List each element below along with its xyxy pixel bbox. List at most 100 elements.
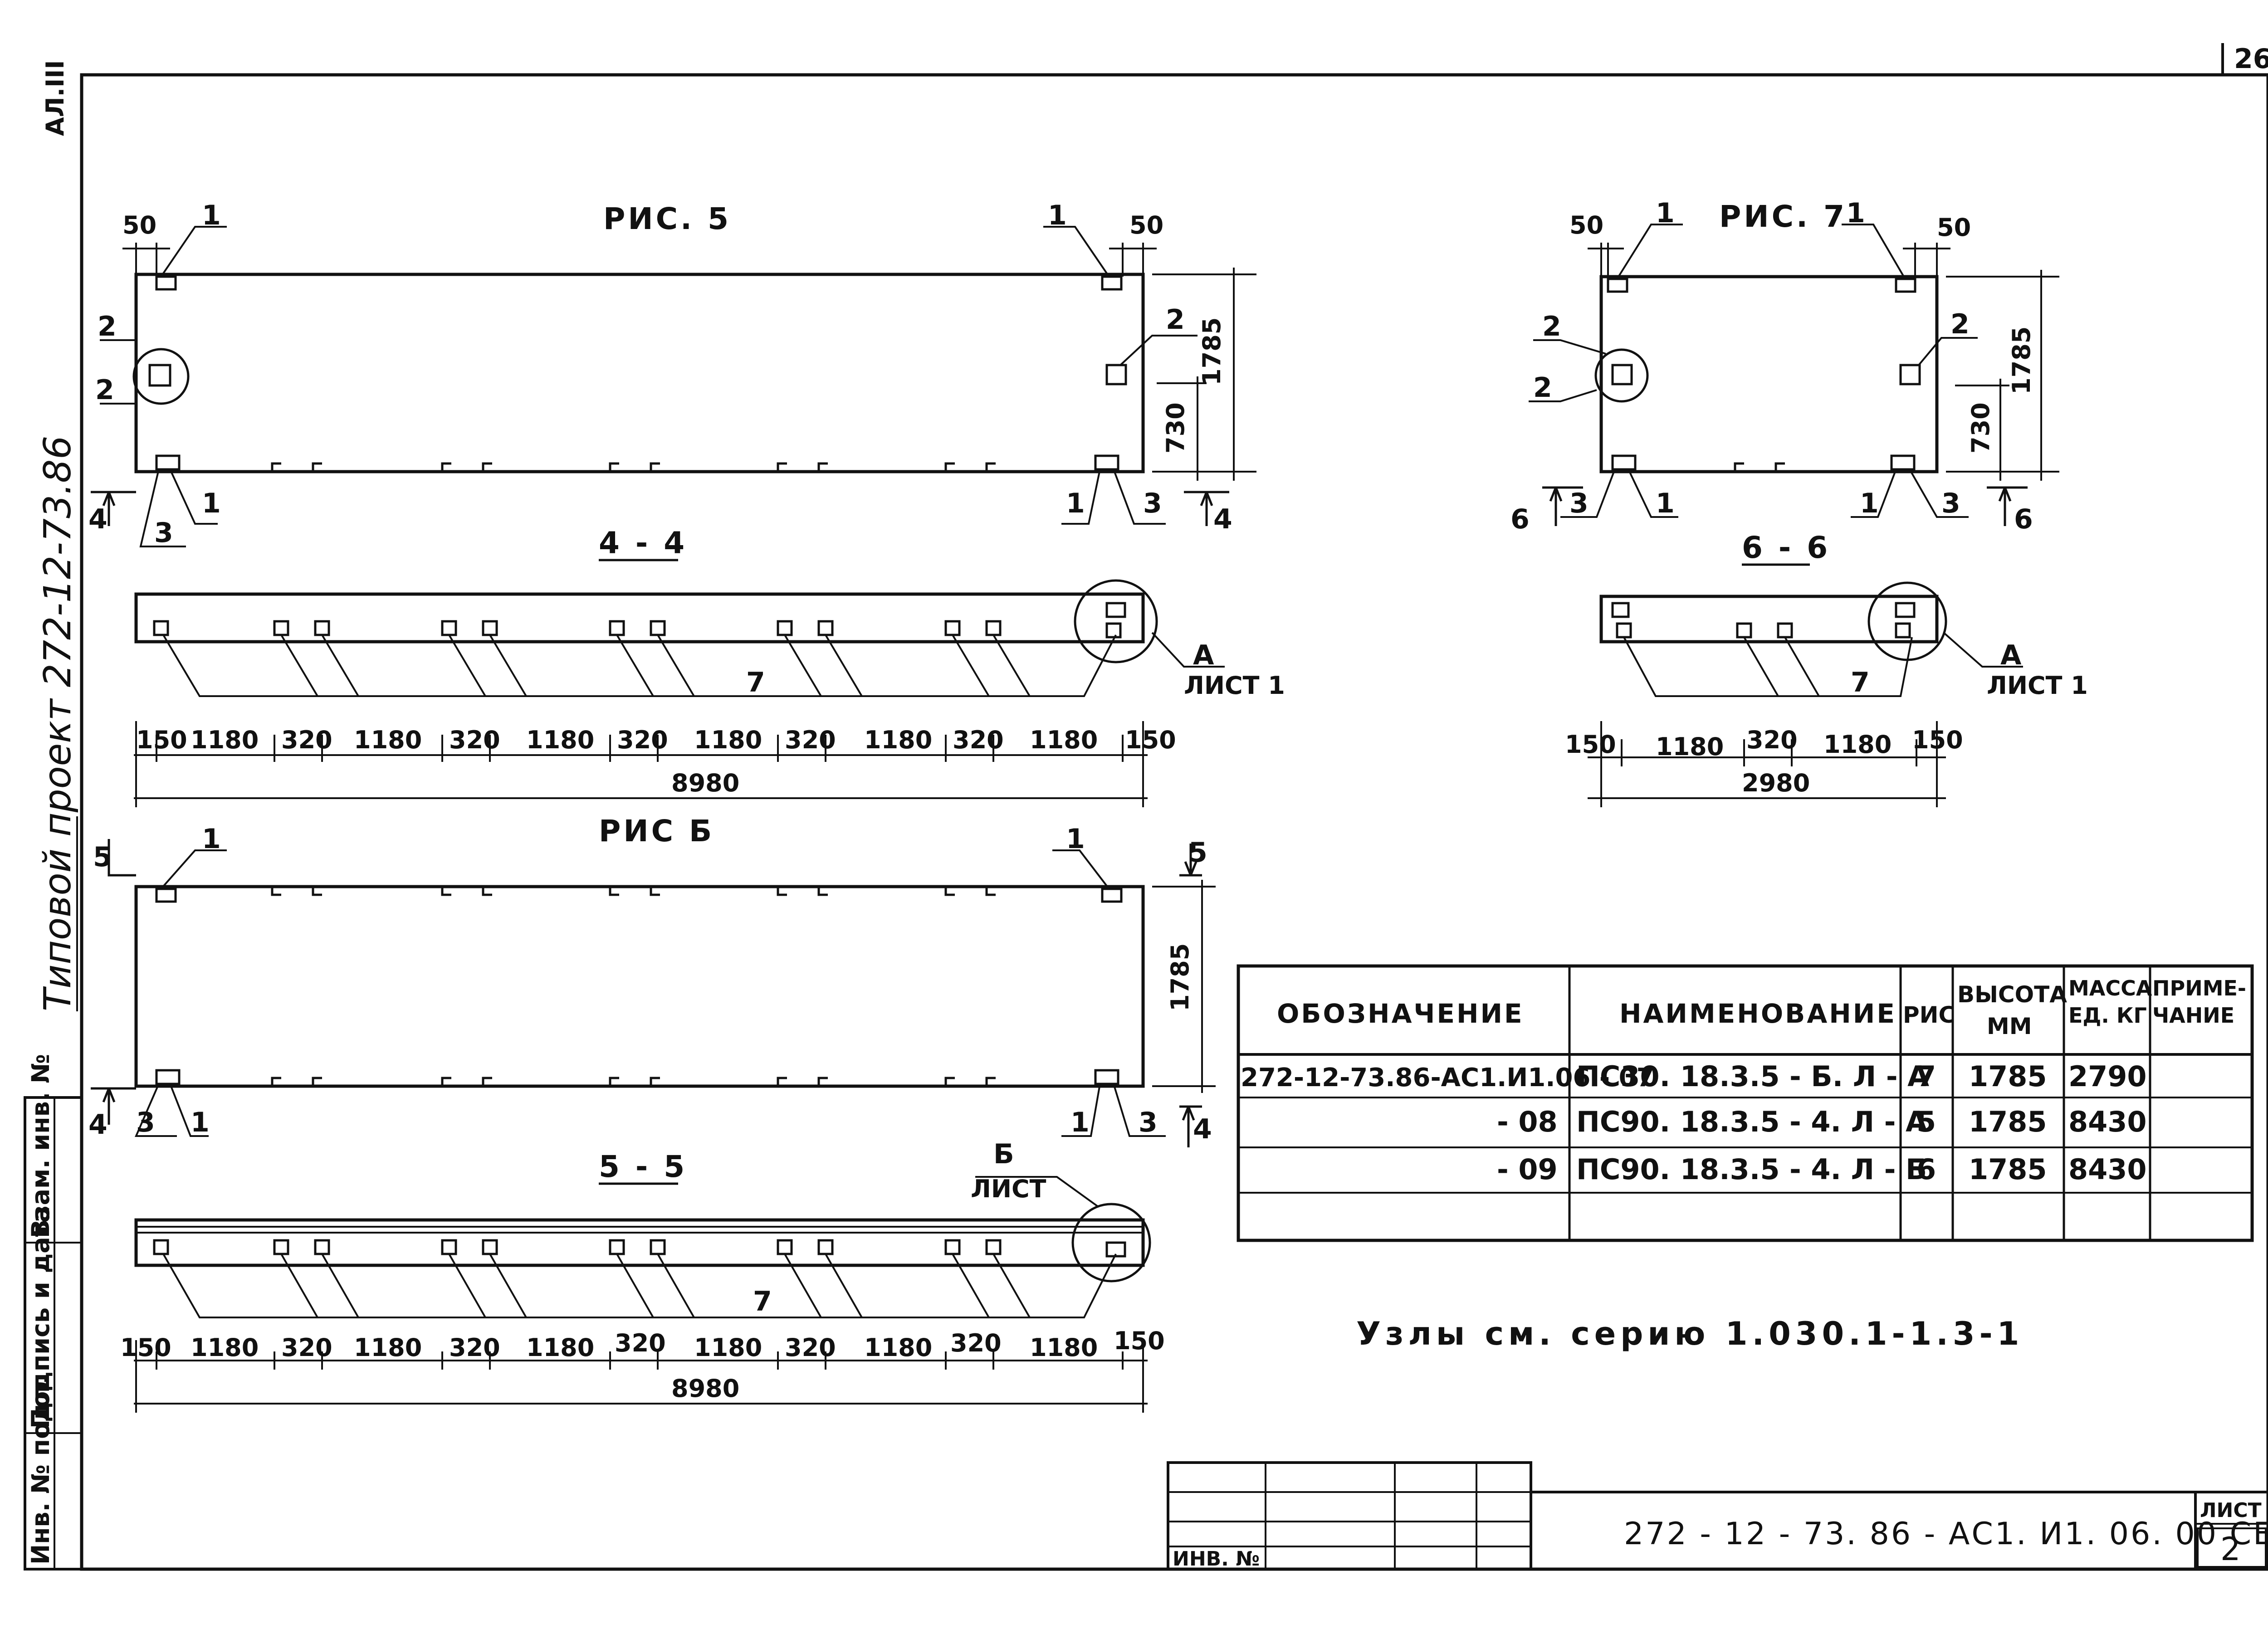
fig7-sub-height: 730 xyxy=(1966,402,1995,454)
table-header-designation: ОБОЗНАЧЕНИЕ xyxy=(1277,998,1524,1029)
sec55-node-label: Б xyxy=(993,1138,1014,1170)
fig7-section-mark-left: 6 xyxy=(1510,503,1530,535)
fig6-top-marks xyxy=(271,887,996,896)
sec55-node-sheet: ЛИСТ xyxy=(971,1175,1046,1203)
fig5-height: 1785 xyxy=(1198,317,1226,385)
fig5-loop-bottom-right xyxy=(1094,454,1119,471)
sec55-node-circle xyxy=(1071,1203,1151,1283)
fig5-loop-bottom-left xyxy=(155,454,181,471)
sec66-panel xyxy=(1599,595,1939,644)
fig5-sub-height: 730 xyxy=(1161,402,1190,454)
row3-designation: - 09 xyxy=(1497,1153,1558,1186)
sec44-dim-0: 150 xyxy=(136,726,187,754)
sec44-dim-8: 320 xyxy=(785,726,836,754)
sec44-dim-2: 320 xyxy=(281,726,332,754)
fig7-callout-cutout-bl: 3 xyxy=(1569,488,1589,519)
fig6-section-mark-br: 4 xyxy=(1193,1113,1212,1145)
stamp-signature-date: Подпись и дата xyxy=(26,1206,55,1429)
fig7-section-mark-right: 6 xyxy=(2014,503,2033,535)
figure-5: РИС. 5 50 50 1785 730 xyxy=(88,200,1256,549)
inv-number-label: ИНВ. № xyxy=(1173,1547,1260,1571)
row3-fig: 6 xyxy=(1916,1153,1936,1186)
sec66-plates xyxy=(1611,602,1916,639)
row2-height: 1785 xyxy=(1969,1105,2047,1138)
sec55-panel xyxy=(134,1218,1145,1267)
row1-height: 1785 xyxy=(1969,1060,2047,1093)
title-block: ИНВ. № 272 - 12 - 73. 86 - АС1. И1. 06. … xyxy=(1167,1461,2268,1571)
sec66-title: 6 - 6 xyxy=(1742,530,1830,565)
sec55-callout: 7 xyxy=(753,1286,772,1317)
sec66-dim-4: 150 xyxy=(1912,726,1963,754)
fig7-callout-plate-left-a: 2 xyxy=(1542,311,1561,342)
table-header-note-2: ЧАНИЕ xyxy=(2152,1003,2234,1028)
sec66-callout: 7 xyxy=(1851,667,1870,698)
fig5-offset-right: 50 xyxy=(1129,211,1163,239)
fig5-plate-left-circle xyxy=(132,348,190,405)
sec44-total: 8980 xyxy=(671,769,739,797)
sec66-node-circle xyxy=(1867,581,1947,661)
fig5-plate-left xyxy=(148,364,171,387)
row3-name: ПС90. 18.3.5 - 4. Л - Б xyxy=(1576,1153,1927,1186)
sec66-total: 2980 xyxy=(1742,769,1810,797)
fig6-section-mark-tl: 5 xyxy=(93,841,112,873)
sec44-dim-ticks xyxy=(135,721,1144,807)
sheet-value: 2 xyxy=(2220,1531,2241,1568)
row3-mass: 8430 xyxy=(2068,1153,2147,1186)
figure-6: РИС Б 1785 1 1 3 1 1 3 5 xyxy=(88,814,1216,1147)
fig5-callout-loop-bl: 1 xyxy=(202,488,221,519)
spec-table: ОБОЗНАЧЕНИЕ НАИМЕНОВАНИЕ РИС ВЫСОТА ММ М… xyxy=(1237,964,2254,1242)
fig7-offset-right: 50 xyxy=(1937,213,1971,242)
fig6-bottom-marks xyxy=(271,1077,996,1086)
sec66-node-sheet: ЛИСТ 1 xyxy=(1987,671,2088,700)
fig6-height: 1785 xyxy=(1166,943,1194,1011)
fig7-title: РИС. 7 xyxy=(1719,199,1847,234)
sec44-node-circle xyxy=(1074,579,1158,663)
fig7-callout-plate-right: 2 xyxy=(1950,308,1970,340)
sheet-label: ЛИСТ xyxy=(2200,1499,2262,1522)
sec66-dim-ticks xyxy=(1600,721,1938,807)
sec44-dim-7: 1180 xyxy=(694,726,762,754)
fig7-panel-outline xyxy=(1599,275,1939,473)
fig5-callout-plate-left-a: 2 xyxy=(98,311,117,342)
sec44-dim-3: 1180 xyxy=(354,726,422,754)
sec44-dim-1: 1180 xyxy=(191,726,259,754)
fig5-callout-loop-tl: 1 xyxy=(202,200,221,231)
fig6-callout-loop-br: 1 xyxy=(1070,1107,1090,1138)
table-header-height-2: ММ xyxy=(1987,1013,2032,1039)
fig7-callout-loop-tl: 1 xyxy=(1656,197,1675,229)
fig5-panel-outline xyxy=(134,273,1145,473)
fig7-callout-cutout-br: 3 xyxy=(1941,488,1960,519)
fig7-callout-plate-left-b: 2 xyxy=(1533,372,1552,404)
sec44-dim-11: 1180 xyxy=(1030,726,1098,754)
sec66-dim-2: 320 xyxy=(1746,726,1798,754)
page-number: 26 xyxy=(2234,43,2268,75)
fig6-section-mark-tr: 5 xyxy=(1188,837,1207,868)
sec55-dim-4: 320 xyxy=(449,1333,500,1362)
fig5-bottom-marks xyxy=(271,462,996,472)
fig7-callout-loop-tr: 1 xyxy=(1846,197,1865,229)
fig6-title: РИС Б xyxy=(599,814,714,849)
sec55-dim-2: 320 xyxy=(281,1333,332,1362)
left-side-strip: АЛ.III Типовой проект 272-12-73.86 Инв. … xyxy=(24,60,83,1571)
sec55-dim-1: 1180 xyxy=(191,1333,259,1362)
sec55-dim-3: 1180 xyxy=(354,1333,422,1362)
row2-mass: 8430 xyxy=(2068,1105,2147,1138)
sec66-leaders xyxy=(1623,632,2023,697)
stamp-replaced-inv: Взам. инв. № xyxy=(26,1054,55,1238)
sec44-dim-6: 320 xyxy=(617,726,668,754)
approval-stamp xyxy=(24,1096,83,1571)
section-4-4: 4 - 4 7 А ЛИСТ 1 xyxy=(134,526,1285,807)
document-code: 272 - 12 - 73. 86 - АС1. И1. 06. 00 СБ xyxy=(1624,1516,2268,1552)
fig5-callout-cutout-br: 3 xyxy=(1143,488,1162,519)
fig5-callout-cutout-bl: 3 xyxy=(154,517,173,549)
sec55-dim-0: 150 xyxy=(120,1333,171,1362)
table-header-height-1: ВЫСОТА xyxy=(1957,981,2067,1008)
table-header-name: НАИМЕНОВАНИЕ xyxy=(1619,998,1897,1029)
fig5-loop-top-right xyxy=(1101,275,1123,291)
fig5-callout-loop-br: 1 xyxy=(1066,488,1085,519)
sec55-dim-11: 1180 xyxy=(1030,1333,1098,1362)
fig6-callout-loop-bl: 1 xyxy=(191,1107,210,1138)
table-header-mass-2: ЕД. КГ xyxy=(2068,1003,2147,1028)
sec66-dim-0: 150 xyxy=(1565,730,1616,759)
sec44-node-sheet: ЛИСТ 1 xyxy=(1184,671,1285,700)
